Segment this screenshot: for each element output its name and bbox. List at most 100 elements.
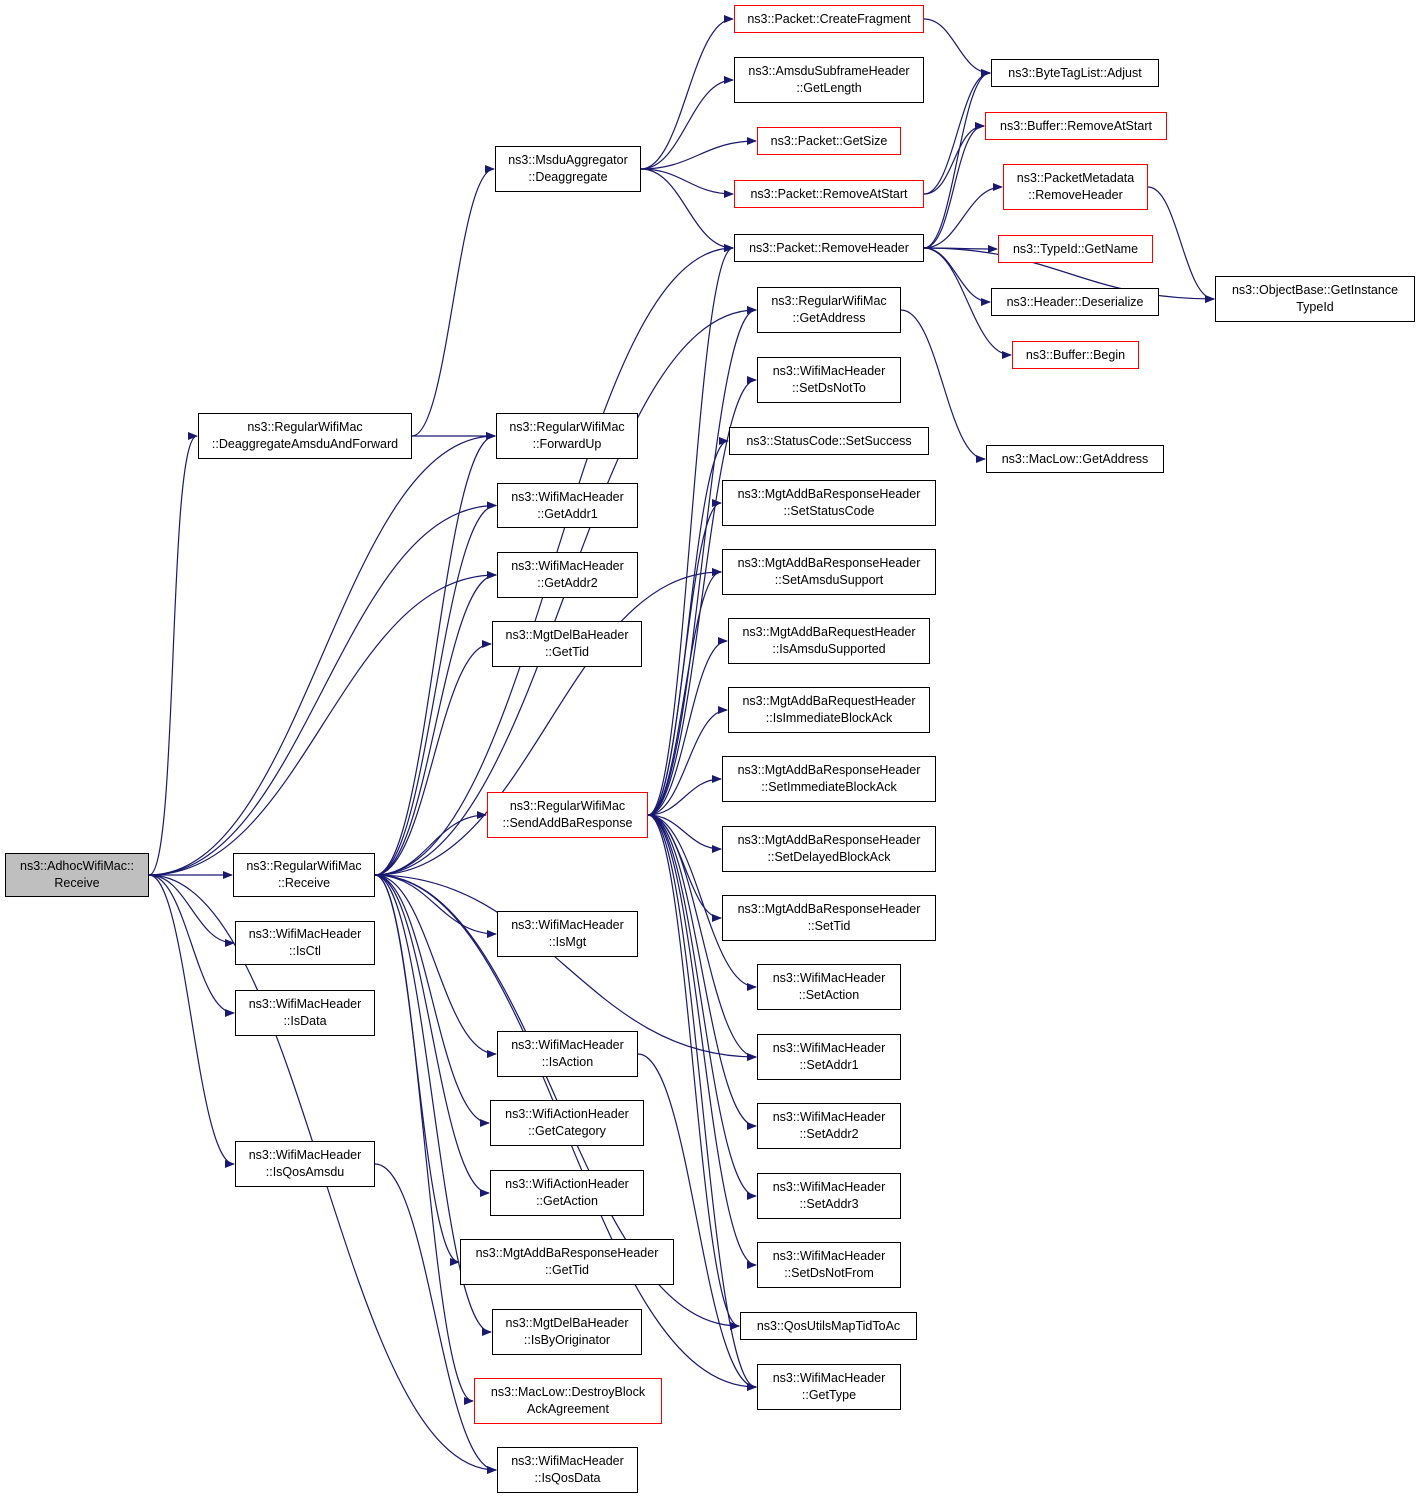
node-label-line: ::IsQosAmsdu — [265, 1165, 345, 1179]
node-label-line: ::GetCategory — [528, 1124, 606, 1138]
node-typeid-getname[interactable]: ns3::TypeId::GetName — [998, 235, 1153, 263]
node-wifimacheader-setdsnotto[interactable]: ns3::WifiMacHeader::SetDsNotTo — [757, 357, 901, 403]
node-wifimacheader-ismgt[interactable]: ns3::WifiMacHeader::IsMgt — [497, 911, 638, 957]
node-packet-removeatstart[interactable]: ns3::Packet::RemoveAtStart — [734, 180, 924, 208]
node-mgtdelbaheader-isbyoriginator[interactable]: ns3::MgtDelBaHeader::IsByOriginator — [492, 1309, 642, 1355]
node-qosutilsmaptidtoac[interactable]: ns3::QosUtilsMapTidToAc — [740, 1312, 917, 1340]
node-wifimacheader-getaddr2[interactable]: ns3::WifiMacHeader::GetAddr2 — [497, 552, 638, 598]
node-wifimacheader-setdsnotfrom[interactable]: ns3::WifiMacHeader::SetDsNotFrom — [757, 1242, 901, 1288]
node-label-line: ns3::MgtAddBaResponseHeader — [475, 1246, 659, 1260]
node-maclow-getaddress[interactable]: ns3::MacLow::GetAddress — [986, 445, 1164, 473]
node-label-line: ::SetTid — [807, 919, 851, 933]
node-wifimacheader-setaddr2[interactable]: ns3::WifiMacHeader::SetAddr2 — [757, 1103, 901, 1149]
node-label-line: ns3::MacLow::GetAddress — [1001, 451, 1149, 466]
node-wifimacheader-setaddr3[interactable]: ns3::WifiMacHeader::SetAddr3 — [757, 1173, 901, 1219]
node-buffer-begin[interactable]: ns3::Buffer::Begin — [1012, 341, 1139, 369]
node-packetmetadata-removeheader[interactable]: ns3::PacketMetadata::RemoveHeader — [1003, 164, 1148, 210]
node-label-line: ns3::Packet::GetSize — [770, 133, 888, 148]
node-label-line: ::Deaggregate — [528, 170, 608, 184]
call-edge — [148, 874, 235, 1017]
node-packet-removeheader[interactable]: ns3::Packet::RemoveHeader — [734, 234, 924, 262]
node-mgtaddbaresponseheader-settid[interactable]: ns3::MgtAddBaResponseHeader::SetTid — [722, 895, 936, 941]
node-mgtaddbarequestheader-isimmediateblockack[interactable]: ns3::MgtAddBaRequestHeader::IsImmediateB… — [728, 687, 930, 733]
call-edge — [923, 247, 991, 306]
node-label-line: ::SetDsNotTo — [792, 381, 866, 395]
node-wifiactionheader-getcategory[interactable]: ns3::WifiActionHeader::GetCategory — [490, 1100, 644, 1146]
node-label-line: ns3::RegularWifiMac — [246, 859, 362, 873]
node-label-line: ns3::MsduAggregator — [508, 153, 628, 167]
node-label-line: ns3::WifiActionHeader — [505, 1107, 629, 1121]
node-mgtaddbaresponseheader-setstatuscode[interactable]: ns3::MgtAddBaResponseHeader::SetStatusCo… — [722, 480, 936, 526]
node-label-line: ::IsImmediateBlockAck — [765, 711, 893, 725]
node-label-line: ::SetAction — [798, 988, 860, 1002]
node-header-deserialize[interactable]: ns3::Header::Deserialize — [991, 288, 1159, 316]
node-mgtaddbaresponseheader-setimmediateblockack[interactable]: ns3::MgtAddBaResponseHeader::SetImmediat… — [722, 756, 936, 802]
node-wifimacheader-isctl[interactable]: ns3::WifiMacHeader::IsCtl — [235, 921, 375, 965]
node-msduaggregator-deaggregate[interactable]: ns3::MsduAggregator::Deaggregate — [495, 146, 641, 192]
node-label-line: TypeId — [1296, 300, 1334, 314]
node-label-line: ns3::WifiMacHeader — [511, 1454, 624, 1468]
node-label-line: ns3::AdhocWifiMac:: — [20, 859, 134, 873]
node-mgtaddbaresponseheader-gettid[interactable]: ns3::MgtAddBaResponseHeader::GetTid — [460, 1239, 674, 1285]
call-edge — [148, 874, 235, 947]
call-edge — [647, 814, 740, 1330]
node-wifimacheader-setaction[interactable]: ns3::WifiMacHeader::SetAction — [757, 964, 901, 1010]
node-label-line: ::GetTid — [545, 645, 589, 659]
node-label-line: ns3::WifiMacHeader — [511, 918, 624, 932]
call-edge — [923, 18, 991, 77]
node-label-line: ns3::Packet::RemoveAtStart — [750, 186, 908, 201]
call-edge — [647, 814, 757, 991]
node-label-line: ns3::WifiMacHeader — [772, 1041, 886, 1055]
node-packet-createfragment[interactable]: ns3::Packet::CreateFragment — [734, 5, 924, 33]
node-regularwifimac-deaggregateamsduandforward[interactable]: ns3::RegularWifiMac::DeaggregateAmsduAnd… — [198, 413, 412, 459]
node-wifimacheader-isqosamsdu[interactable]: ns3::WifiMacHeader::IsQosAmsdu — [235, 1141, 375, 1187]
node-regularwifimac-getaddress[interactable]: ns3::RegularWifiMac::GetAddress — [757, 287, 901, 333]
call-edge — [148, 501, 497, 876]
node-label-line: ns3::WifiMacHeader — [511, 489, 624, 504]
node-statuscode-setsuccess[interactable]: ns3::StatusCode::SetSuccess — [729, 427, 929, 455]
node-mgtaddbarequestheader-isamsdusupported[interactable]: ns3::MgtAddBaRequestHeader::IsAmsduSuppo… — [728, 618, 930, 664]
call-edge — [923, 183, 1003, 249]
node-mgtaddbaresponseheader-setdelayedblockack[interactable]: ns3::MgtAddBaResponseHeader::SetDelayedB… — [722, 826, 936, 872]
node-bytetaglist-adjust[interactable]: ns3::ByteTagList::Adjust — [991, 59, 1159, 87]
node-regularwifimac-receive[interactable]: ns3::RegularWifiMac::Receive — [233, 853, 375, 897]
node-label-line: ns3::RegularWifiMac — [509, 799, 626, 813]
node-label-line: ns3::MgtAddBaRequestHeader — [742, 694, 916, 708]
node-label-line: ns3::WifiActionHeader — [505, 1177, 629, 1191]
node-wifimacheader-getaddr1[interactable]: ns3::WifiMacHeader::GetAddr1 — [497, 483, 638, 528]
call-edge — [647, 814, 757, 1130]
node-buffer-removeatstart[interactable]: ns3::Buffer::RemoveAtStart — [985, 112, 1167, 140]
node-label-line: ns3::StatusCode::SetSuccess — [746, 433, 912, 448]
node-label-line: ::IsAction — [541, 1055, 594, 1069]
call-edge — [411, 165, 495, 437]
node-regularwifimac-sendaddbaresponse[interactable]: ns3::RegularWifiMac::SendAddBaResponse — [487, 792, 648, 838]
node-label-line: ns3::WifiMacHeader — [248, 997, 362, 1011]
node-label-line: ns3::PacketMetadata — [1016, 171, 1135, 185]
node-label-line: ::IsCtl — [289, 944, 321, 958]
node-mgtdelbaheader-gettid[interactable]: ns3::MgtDelBaHeader::GetTid — [492, 621, 642, 667]
node-regularwifimac-forwardup[interactable]: ns3::RegularWifiMac::ForwardUp — [496, 413, 638, 459]
node-wifimacheader-gettype[interactable]: ns3::WifiMacHeader::GetType — [757, 1364, 901, 1410]
node-amsdusubframeheader-getlength[interactable]: ns3::AmsduSubframeHeader::GetLength — [734, 57, 924, 103]
node-root[interactable]: ns3::AdhocWifiMac::Receive — [5, 853, 149, 897]
node-label-line: ns3::MgtAddBaResponseHeader — [737, 763, 921, 777]
node-label-line: ns3::Header::Deserialize — [1006, 294, 1144, 309]
node-label-line: ns3::Buffer::RemoveAtStart — [1000, 118, 1152, 133]
node-wifimacheader-setaddr1[interactable]: ns3::WifiMacHeader::SetAddr1 — [757, 1034, 901, 1080]
call-edge — [374, 874, 490, 1127]
node-label-line: ::IsData — [283, 1014, 327, 1028]
node-label-line: ns3::MgtAddBaResponseHeader — [737, 487, 921, 501]
node-mgtaddbaresponseheader-setamsdusupport[interactable]: ns3::MgtAddBaResponseHeader::SetAmsduSup… — [722, 549, 936, 595]
node-label-line: ::SetDelayedBlockAck — [767, 850, 891, 864]
call-edge — [374, 874, 757, 1061]
node-wifiactionheader-getaction[interactable]: ns3::WifiActionHeader::GetAction — [490, 1170, 644, 1216]
node-wifimacheader-isaction[interactable]: ns3::WifiMacHeader::IsAction — [497, 1031, 638, 1077]
node-packet-getsize[interactable]: ns3::Packet::GetSize — [757, 127, 901, 155]
call-edge — [374, 432, 496, 876]
node-wifimacheader-isdata[interactable]: ns3::WifiMacHeader::IsData — [235, 990, 375, 1036]
node-label-line: ::GetLength — [796, 81, 862, 95]
node-wifimacheader-isqosdata[interactable]: ns3::WifiMacHeader::IsQosData — [497, 1447, 638, 1493]
